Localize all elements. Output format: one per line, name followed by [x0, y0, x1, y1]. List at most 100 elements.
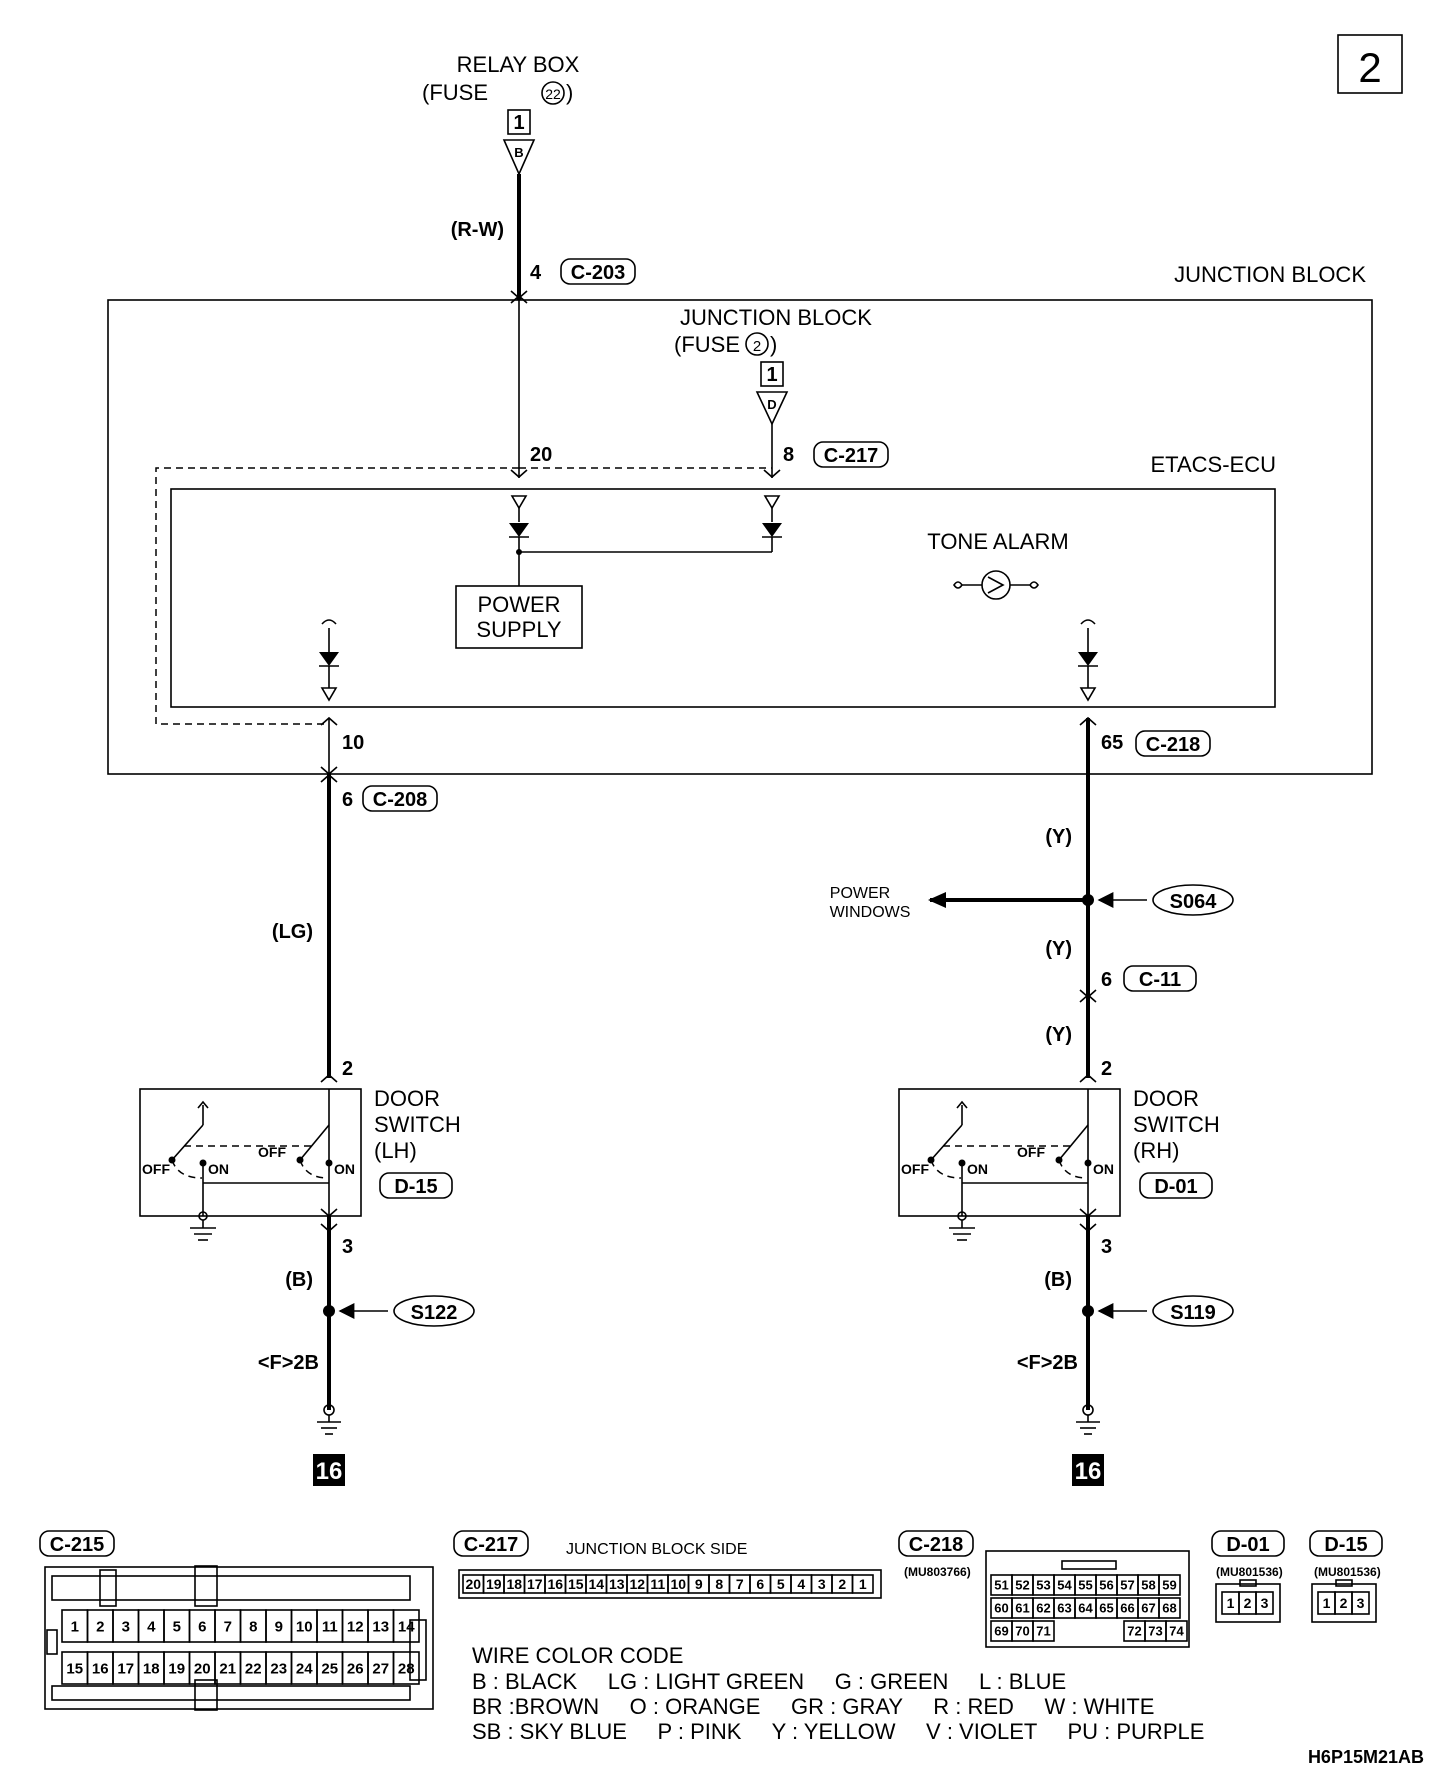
- door-switch-rh-name-1: DOOR: [1133, 1086, 1199, 1111]
- pin-number: 9: [695, 1576, 703, 1592]
- c218-part-number: (MU803766): [904, 1565, 971, 1579]
- pin-number: 73: [1148, 1624, 1162, 1639]
- connector-tag-d01: D-01: [1139, 1172, 1213, 1199]
- connector-tag-c215: C-215: [39, 1530, 115, 1557]
- pin-number: 1: [1323, 1595, 1331, 1611]
- rh-off-label-2: OFF: [1017, 1144, 1045, 1160]
- pin-number: 2: [1244, 1595, 1252, 1611]
- pin-number: 1: [71, 1618, 79, 1635]
- junction-block-label: JUNCTION BLOCK: [1174, 262, 1366, 287]
- pin-number: 15: [66, 1660, 83, 1677]
- power-windows-line2: WINDOWS: [830, 904, 911, 921]
- svg-text:C-11: C-11: [1139, 969, 1181, 991]
- pin-number: 22: [245, 1660, 262, 1677]
- document-code: H6P15M21AB: [1308, 1747, 1424, 1767]
- rh-on-label-2: ON: [1093, 1161, 1114, 1177]
- svg-text:C-217: C-217: [824, 445, 878, 467]
- wire-color-y-2: (Y): [1045, 938, 1072, 960]
- right-switch-pin-top: 2: [1101, 1058, 1112, 1080]
- page-number-box: 2: [1337, 34, 1403, 94]
- pin-number: 11: [650, 1576, 665, 1592]
- pin-number: 13: [609, 1576, 625, 1592]
- pin-number: 72: [1127, 1624, 1141, 1639]
- pin-number: 67: [1141, 1601, 1155, 1616]
- pin-number: 17: [117, 1660, 134, 1677]
- wire-color-lg: (LG): [272, 921, 313, 943]
- relay-box-fuse-prefix: (FUSE: [422, 80, 488, 105]
- rh-on-label-1: ON: [967, 1161, 988, 1177]
- svg-text:C-208: C-208: [373, 789, 427, 811]
- pin-number: 71: [1036, 1624, 1050, 1639]
- pin-number: 7: [224, 1618, 232, 1635]
- wire-color-code-line3: SB : SKY BLUE P : PINK Y : YELLOW V : VI…: [472, 1719, 1204, 1744]
- connector-tag-c218-face: C-218: [898, 1530, 974, 1557]
- pin-number: 14: [398, 1618, 415, 1635]
- pin-number: 62: [1036, 1601, 1050, 1616]
- connector-tag-c218: C-218: [1135, 730, 1211, 757]
- d15-part-number: (MU801536): [1314, 1565, 1381, 1579]
- pin-number: 65: [1099, 1601, 1113, 1616]
- pin-number: 54: [1057, 1578, 1072, 1593]
- pin-number: 68: [1162, 1601, 1176, 1616]
- pin-number: 3: [1357, 1595, 1365, 1611]
- connector-tag-c11: C-11: [1123, 965, 1197, 992]
- svg-text:D-01: D-01: [1226, 1534, 1269, 1556]
- lh-on-label-2: ON: [334, 1161, 355, 1177]
- pin-number: 18: [506, 1576, 522, 1592]
- pin-number: 10: [670, 1576, 686, 1592]
- pin-number: 58: [1141, 1578, 1155, 1593]
- relay-box-label: RELAY BOX: [457, 52, 580, 77]
- connector-tag-d01-face: D-01: [1211, 1530, 1285, 1557]
- pin-number: 9: [275, 1618, 283, 1635]
- pin-number: 55: [1078, 1578, 1092, 1593]
- pin-cell: [1032, 1620, 1055, 1642]
- svg-text:16: 16: [316, 1458, 343, 1485]
- pin-number: 27: [372, 1660, 389, 1677]
- relay-box-triangle-letter: B: [514, 145, 523, 160]
- jb-fuse-label: JUNCTION BLOCK: [680, 305, 872, 330]
- rh-off-label-1: OFF: [901, 1161, 929, 1177]
- pin-number: 51: [994, 1578, 1008, 1593]
- svg-text:S064: S064: [1170, 891, 1218, 913]
- left-ground-icon: [317, 1404, 341, 1435]
- pin-number: 17: [527, 1576, 543, 1592]
- relay-box-source: RELAY BOX (FUSE 22 ) 1 B: [422, 52, 580, 176]
- pin-number: 18: [143, 1660, 160, 1677]
- door-switch-rh: OFF ON OFF ON: [898, 1088, 1121, 1217]
- pin-number: 56: [1099, 1578, 1113, 1593]
- door-switch-lh-name-2: SWITCH: [374, 1112, 461, 1137]
- door-switch-lh-name-1: DOOR: [374, 1086, 440, 1111]
- power-supply-block: POWER SUPPLY: [455, 585, 583, 649]
- power-supply-line1: POWER: [477, 592, 560, 617]
- left-reference-badge: 16: [313, 1454, 345, 1486]
- svg-text:C-215: C-215: [50, 1534, 104, 1556]
- connector-tag-c217-face: C-217: [453, 1530, 529, 1557]
- pin-cell: [1351, 1591, 1370, 1615]
- jb-fuse-number: 2: [753, 338, 761, 355]
- right-ground-point: <F>2B: [1017, 1352, 1078, 1374]
- pin-number: 16: [92, 1660, 109, 1677]
- c217-side-label: JUNCTION BLOCK SIDE: [566, 1541, 747, 1558]
- wire-color-code-line1: B : BLACK LG : LIGHT GREEN G : GREEN L :…: [472, 1669, 1066, 1694]
- pin-cell: [1158, 1597, 1181, 1619]
- pin-number: 1: [1227, 1595, 1235, 1611]
- connector-tag-c208: C-208: [362, 785, 438, 812]
- connector-tag-c217: C-217: [813, 441, 889, 468]
- c217-pin-8: 8: [783, 444, 794, 466]
- pin-number: 53: [1036, 1578, 1050, 1593]
- pin-number: 6: [756, 1576, 764, 1592]
- pin-number: 3: [122, 1618, 130, 1635]
- pin-number: 8: [715, 1576, 723, 1592]
- door-switch-rh-name-3: (RH): [1133, 1138, 1179, 1163]
- pin-number: 21: [219, 1660, 236, 1677]
- pin-number: 74: [1169, 1624, 1184, 1639]
- splice-s064: S064: [1152, 884, 1234, 916]
- pin-number: 25: [321, 1660, 338, 1677]
- left-ecu-pin: 10: [342, 732, 364, 754]
- wire-color-y-1: (Y): [1045, 826, 1072, 848]
- pin-cell: [1255, 1591, 1274, 1615]
